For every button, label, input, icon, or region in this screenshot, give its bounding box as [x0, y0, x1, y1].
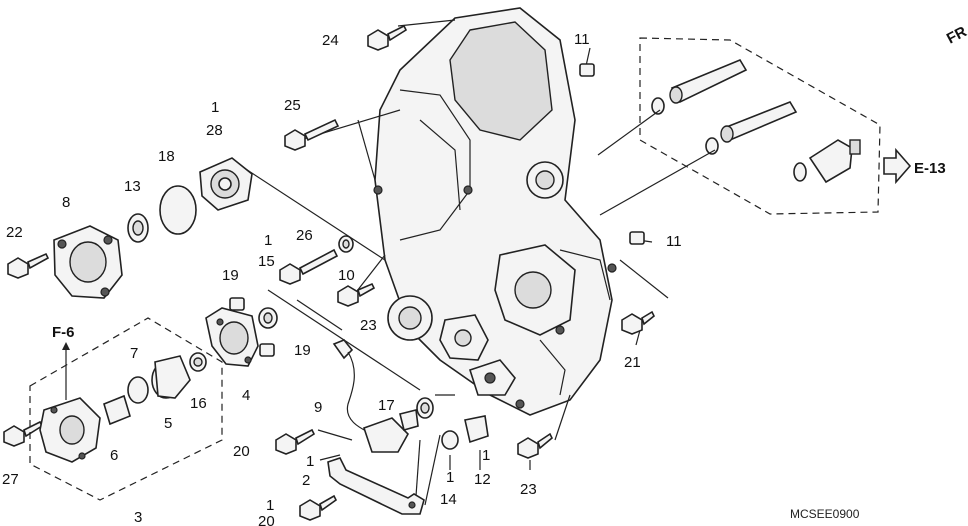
ref-fr: FR	[944, 23, 968, 47]
callout-4: 4	[242, 387, 250, 404]
callout-23: 23	[520, 481, 537, 498]
callout-11: 11	[666, 233, 682, 250]
callout-23: 23	[360, 317, 377, 334]
callout-1: 1	[266, 497, 274, 514]
callout-11: 11	[574, 31, 590, 48]
callout-7: 7	[130, 345, 138, 362]
callout-28: 28	[206, 122, 223, 139]
callout-21: 21	[624, 354, 641, 371]
sensor-harness	[332, 339, 419, 453]
callout-15: 15	[258, 253, 275, 270]
callout-10: 10	[338, 267, 355, 284]
callout-5: 5	[164, 415, 172, 432]
callout-1: 1	[446, 469, 454, 486]
callout-6: 6	[110, 447, 118, 464]
callout-20: 20	[233, 443, 250, 460]
callout-1: 1	[264, 232, 272, 249]
callout-19: 19	[294, 342, 311, 359]
callout-8: 8	[62, 194, 70, 211]
drawing-code: MCSEE0900	[790, 507, 860, 521]
callout-25: 25	[284, 97, 301, 114]
callout-17: 17	[378, 397, 395, 414]
callout-1: 1	[211, 99, 219, 116]
arrow-right-icon	[883, 147, 912, 185]
callout-3: 3	[134, 509, 142, 526]
arrow-up-icon	[62, 342, 70, 400]
callout-9: 9	[314, 399, 322, 416]
callout-16: 16	[190, 395, 207, 412]
bracket	[327, 457, 425, 515]
callout-12: 12	[474, 471, 491, 488]
shaft-assembly-group	[639, 37, 912, 215]
callout-13: 13	[124, 178, 141, 195]
callout-1: 1	[306, 453, 314, 470]
callout-2: 2	[302, 472, 310, 489]
ref-f6: F-6	[52, 324, 75, 341]
callout-18: 18	[158, 148, 175, 165]
callout-24: 24	[322, 32, 339, 49]
callout-22: 22	[6, 224, 23, 241]
callout-19: 19	[222, 267, 239, 284]
callout-14: 14	[440, 491, 457, 508]
left-components	[29, 157, 259, 501]
callout-27: 27	[2, 471, 19, 488]
callout-26: 26	[296, 227, 313, 244]
callout-20: 20	[258, 513, 275, 526]
ref-e13: E-13	[914, 160, 946, 177]
callout-1: 1	[482, 447, 490, 464]
bolts	[3, 24, 656, 521]
crankcase-cover	[373, 7, 617, 416]
